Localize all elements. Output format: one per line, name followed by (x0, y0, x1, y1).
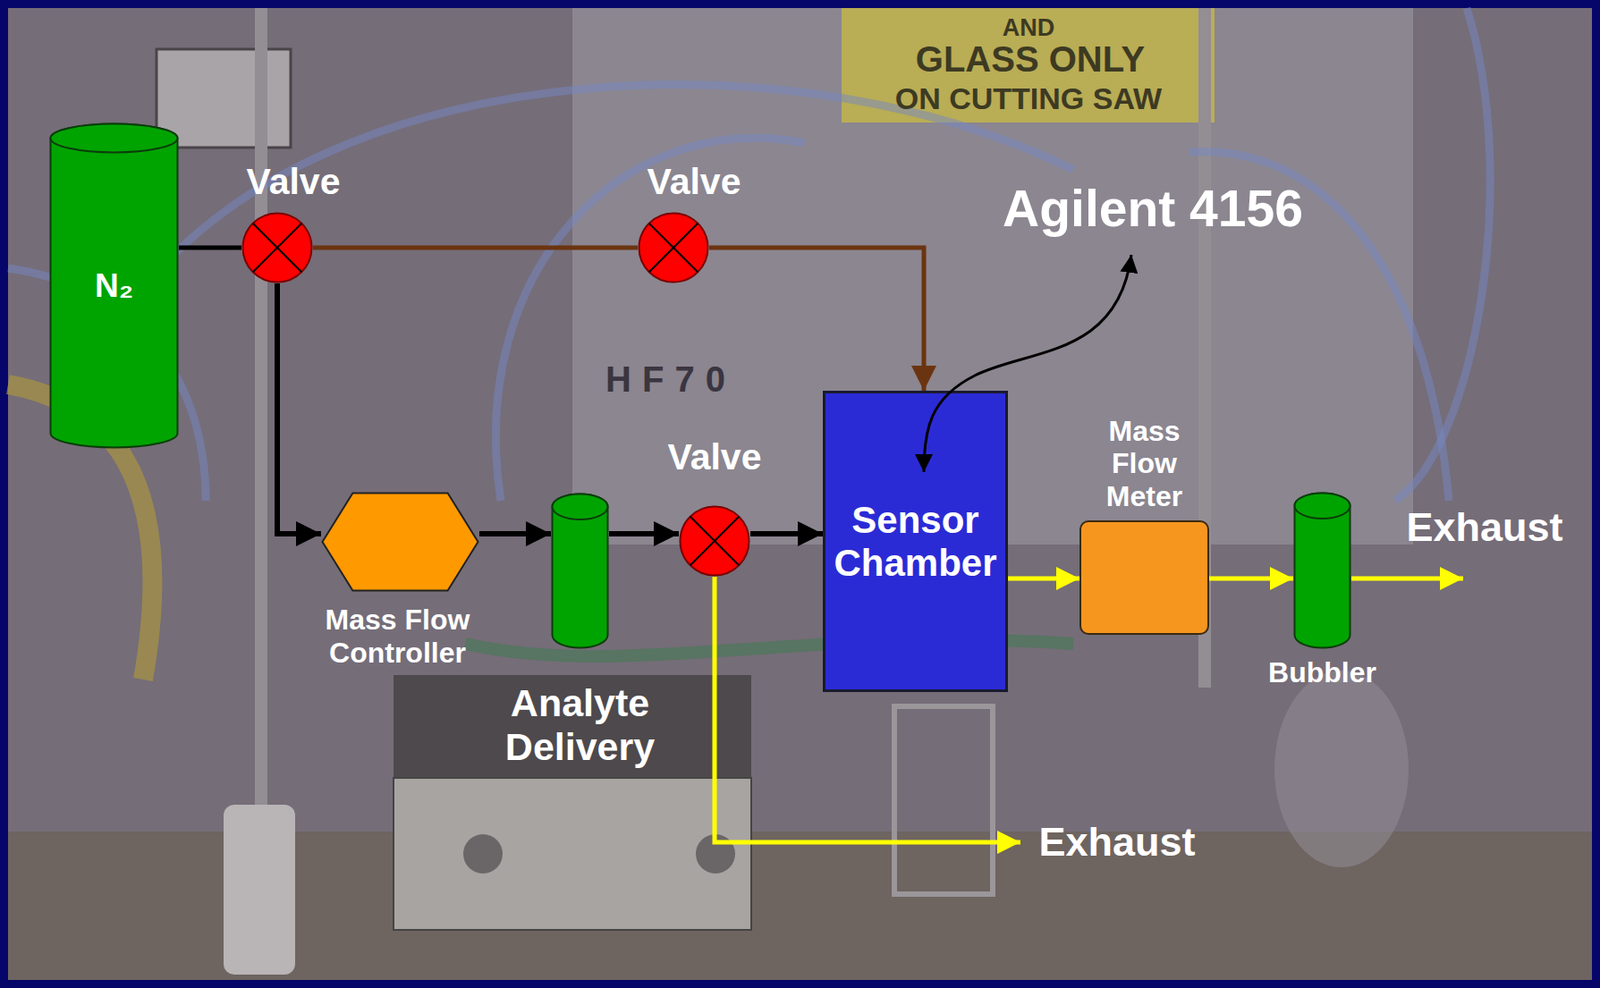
hexagon-outline (321, 491, 480, 593)
exhaust-label: Exhaust (1405, 504, 1563, 551)
flow-arrow (1007, 576, 1080, 582)
valve-icon (637, 211, 710, 284)
gas-line (709, 247, 924, 391)
flow-arrow (1209, 576, 1294, 582)
flow-arrow (479, 531, 551, 537)
bubbler-cylinder: Bubbler (1293, 491, 1352, 650)
flow-arrow (609, 531, 679, 537)
flow-arrow (750, 531, 823, 537)
delivery-cylinder: Analyte Delivery (550, 492, 610, 650)
exhaust-arrow (1351, 576, 1464, 582)
sensor-chamber-box: Sensor Chamber (822, 390, 1008, 693)
sign-text: GLASS ONLY (915, 38, 1145, 80)
valve-icon (241, 211, 314, 284)
node-label: Valve (617, 160, 771, 204)
instrument-label: Agilent 4156 (1002, 179, 1304, 239)
node-label: Valve (217, 160, 370, 204)
node-text: N₂ (56, 266, 172, 305)
node-label: Mass Flow Controller (308, 603, 488, 670)
gas-line (313, 245, 638, 251)
node-label: Valve (638, 436, 791, 479)
gas-cylinder: N₂ (49, 122, 179, 449)
gas-line (178, 245, 242, 251)
valve-icon (678, 505, 751, 577)
sign-text: ON CUTTING SAW (895, 81, 1162, 117)
valve-symbol: Valve (678, 505, 751, 577)
measurement-cable (923, 254, 1132, 473)
flow-arrow (277, 283, 322, 534)
cylinder-outline (1293, 491, 1352, 650)
cylinder-outline (550, 492, 610, 650)
controller-hexagon: Mass Flow Controller (321, 491, 480, 593)
valve-symbol: Valve (241, 211, 314, 284)
sign-text: AND (1002, 14, 1056, 43)
node-text: Sensor Chamber (829, 498, 1001, 585)
node-label: Mass Flow Meter (1091, 414, 1199, 514)
exhaust-label: Exhaust (1038, 819, 1195, 866)
node-label: Analyte Delivery (482, 681, 679, 771)
photo-marking: HF70 (605, 358, 737, 400)
flow-meter-box: Mass Flow Meter (1079, 520, 1210, 635)
node-label: Bubbler (1242, 656, 1404, 690)
valve-symbol: Valve (637, 211, 710, 284)
